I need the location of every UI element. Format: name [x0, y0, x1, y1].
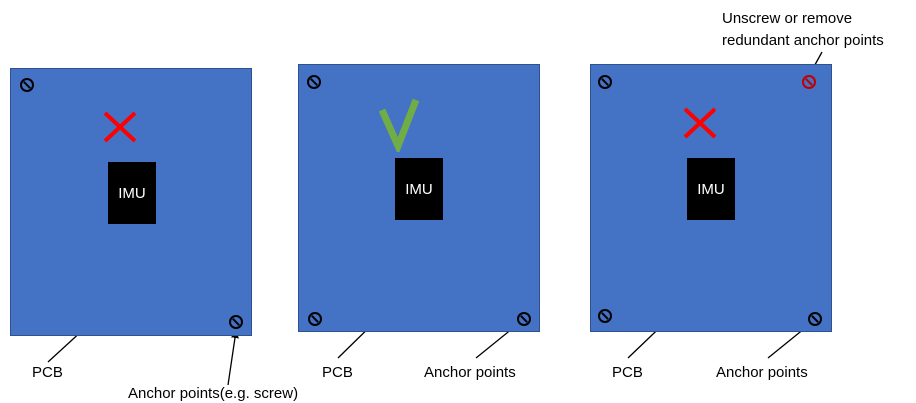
- cross-icon: [103, 111, 137, 143]
- imu-label: IMU: [697, 180, 725, 198]
- redundant-anchor-note-line1: Unscrew or remove: [722, 10, 853, 27]
- anchor-point-screw-icon: [307, 75, 321, 89]
- pcb-label: PCB: [322, 364, 353, 381]
- anchor-point-screw-icon: [229, 315, 243, 329]
- anchor-point-screw-icon: [20, 78, 34, 92]
- cross-icon: [683, 107, 717, 139]
- imu-chip: IMU: [395, 158, 443, 220]
- pcb-label: PCB: [32, 364, 63, 381]
- pcb-label: PCB: [612, 364, 643, 381]
- anchor-points-label: Anchor points: [716, 364, 808, 381]
- imu-chip: IMU: [108, 162, 156, 224]
- anchor-point-screw-icon: [598, 309, 612, 323]
- imu-label: IMU: [118, 184, 146, 202]
- anchor-point-screw-icon: [517, 312, 531, 326]
- anchor-points-label: Anchor points(e.g. screw): [128, 385, 299, 402]
- anchor-point-screw-icon: [598, 75, 612, 89]
- check-icon: [378, 98, 420, 152]
- anchor-points-label: Anchor points: [424, 364, 516, 381]
- redundant-anchor-note-line2: redundant anchor points: [722, 32, 884, 49]
- anchor-point-screw-icon: [308, 312, 322, 326]
- anchor-arrow-1: [227, 330, 239, 386]
- imu-label: IMU: [405, 180, 433, 198]
- anchor-point-screw-icon: [808, 312, 822, 326]
- redundant-anchor-point-screw-icon: [802, 75, 816, 89]
- imu-chip: IMU: [687, 158, 735, 220]
